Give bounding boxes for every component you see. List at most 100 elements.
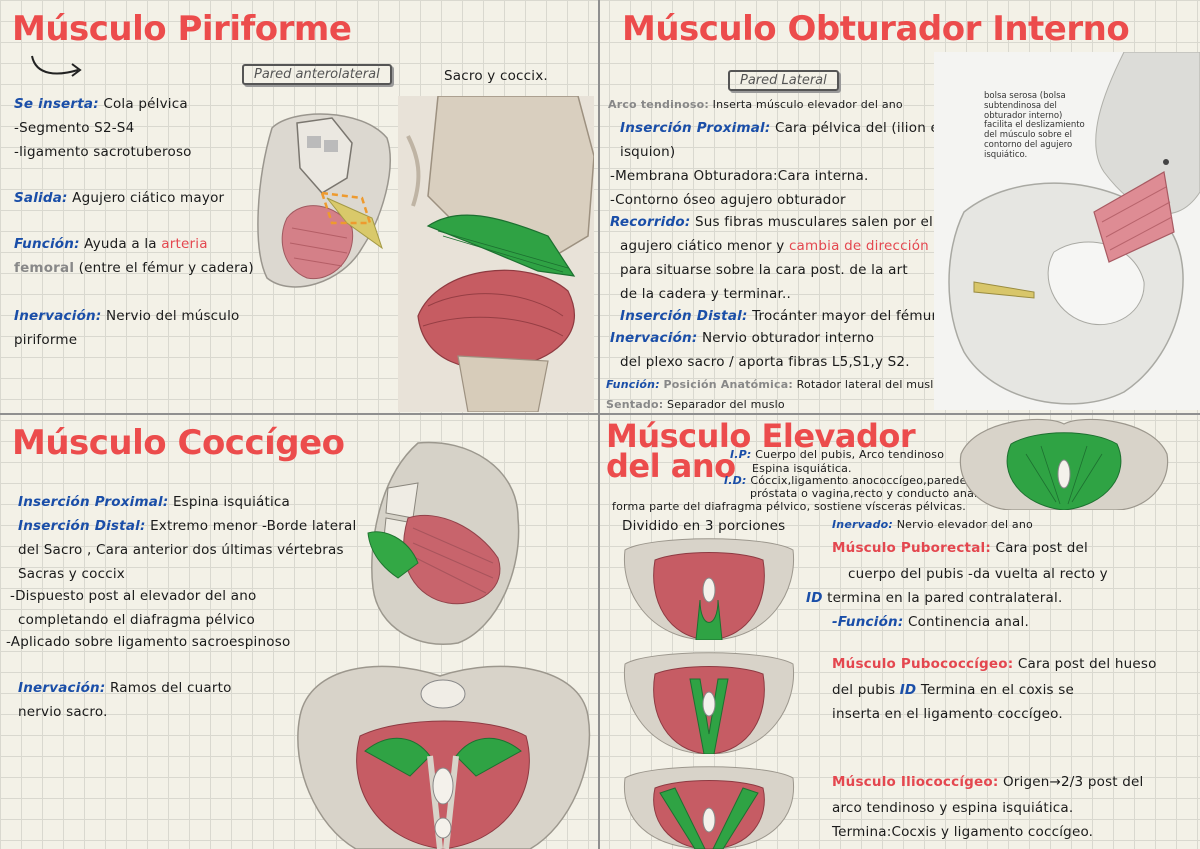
obturador-recorrido-2: agujero ciático menor y cambia de direcc… bbox=[620, 238, 929, 254]
innervation-text: Nervio del músculo bbox=[105, 308, 240, 324]
obturador-innervation-2: del plexo sacro / aporta fibras L5,S1,y … bbox=[620, 354, 910, 370]
puborectal-id-text: termina en la pared contralateral. bbox=[827, 590, 1063, 606]
hip-joint-illustration bbox=[398, 96, 594, 412]
cocc-ip-label: Inserción Proximal: bbox=[18, 494, 169, 510]
obturador-recorrido-3: para situarse sobre la cara post. de la … bbox=[620, 262, 908, 278]
hip-bone-lateral-illustration: bolsa serosa (bolsa subtendinosa del obt… bbox=[934, 52, 1200, 410]
horizontal-divider bbox=[0, 413, 1200, 415]
elevador-id-2: próstata o vagina,recto y conducto anal bbox=[750, 487, 978, 500]
piriforme-innervation: Inervación: Nervio del músculo bbox=[14, 308, 239, 324]
puborectal-text: Cara post del bbox=[995, 540, 1088, 556]
elev-id-text: Cóccix,ligamento anococcígeo,paredes de … bbox=[750, 474, 1005, 487]
pelvis-sagittal-illustration bbox=[252, 98, 402, 304]
pubococcygeus-label: Músculo Pubococcígeo: bbox=[832, 656, 1014, 672]
piriforme-wall-badge: Pared anterolateral bbox=[242, 64, 392, 85]
elev-ip-text: Cuerpo del pubis, Arco tendinoso bbox=[755, 448, 945, 461]
pubococcygeus-line3: inserta en el ligamento coccígeo. bbox=[832, 706, 1063, 722]
elevador-id: I.D: Cóccix,ligamento anococcígeo,parede… bbox=[724, 474, 1004, 487]
coccigeo-innervation-2: nervio sacro. bbox=[18, 704, 108, 720]
obt-innervation-text: Nervio obturador interno bbox=[701, 330, 875, 346]
exit-label: Salida: bbox=[14, 190, 68, 206]
elevador-note: forma parte del diafragma pélvico, sosti… bbox=[612, 500, 966, 513]
puborectal-line3: ID termina en la pared contralateral. bbox=[806, 590, 1062, 606]
function-label: Función: bbox=[14, 236, 80, 252]
cocc-id-text: Extremo menor -Borde lateral bbox=[150, 518, 357, 534]
id-label: Inserción Distal: bbox=[620, 308, 748, 324]
puborectal-illustration bbox=[620, 530, 798, 640]
sentado-label: Sentado: bbox=[606, 398, 664, 411]
coccigeo-ip: Inserción Proximal: Espina isquiática bbox=[18, 494, 290, 510]
pubococcygeus-text-3: Termina en el coxis se bbox=[920, 682, 1075, 698]
coccigeo-id-3: Sacras y coccix bbox=[18, 566, 125, 582]
recorrido-text: Sus fibras musculares salen por el bbox=[694, 214, 933, 230]
elevador-ip-2: Espina isquiática. bbox=[752, 462, 852, 475]
pubococcygeus-text: Cara post del hueso bbox=[1017, 656, 1157, 672]
puborectal-label: Músculo Puborectal: bbox=[832, 540, 991, 556]
iliococcygeus-illustration bbox=[620, 758, 798, 849]
elev-id-label: I.D: bbox=[724, 474, 747, 487]
coccygeus-sagittal-illustration bbox=[358, 438, 524, 650]
function-tail-text: (entre el fémur y cadera) bbox=[78, 260, 254, 276]
pubococcygeus-line2: del pubis ID Termina en el coxis se bbox=[832, 682, 1074, 698]
innervation-label: Inervación: bbox=[14, 308, 102, 324]
puborectal-id-label: ID bbox=[806, 590, 823, 606]
sentado-text: Separador del muslo bbox=[667, 398, 785, 411]
elevador-dividido: Dividido en 3 porciones bbox=[622, 518, 786, 534]
insertion-text: Cola pélvica bbox=[103, 96, 188, 112]
bursa-annotation: bolsa serosa (bolsa subtendinosa del obt… bbox=[984, 91, 1085, 160]
obturador-innervation: Inervación: Nervio obturador interno bbox=[610, 330, 874, 346]
obturador-title: Músculo Obturador Interno bbox=[622, 9, 1130, 49]
coccigeo-id-2: del Sacro , Cara anterior dos últimas vé… bbox=[18, 542, 344, 558]
coccigeo-title: Músculo Coccígeo bbox=[12, 423, 345, 463]
exit-text: Agujero ciático mayor bbox=[72, 190, 225, 206]
obturador-recorrido: Recorrido: Sus fibras musculares salen p… bbox=[610, 214, 933, 230]
coccigeo-posterior: -Dispuesto post al elevador del ano bbox=[10, 588, 257, 604]
inervado-label: Inervado: bbox=[832, 518, 894, 531]
pubococcygeus-text-2: del pubis bbox=[832, 682, 896, 698]
function-text: Ayuda a la bbox=[84, 236, 157, 252]
obturador-recorrido-4: de la cadera y terminar.. bbox=[620, 286, 791, 302]
pubococcygeus-line1: Músculo Pubococcígeo: Cara post del hues… bbox=[832, 656, 1157, 672]
piriforme-segment: -Segmento S2-S4 bbox=[14, 120, 135, 136]
pubococcygeus-id-label: ID bbox=[899, 682, 917, 698]
recorrido-text-2: agujero ciático menor y bbox=[620, 238, 785, 254]
id-text: Trocánter mayor del fémur bbox=[752, 308, 938, 324]
obt-innervation-label: Inervación: bbox=[610, 330, 698, 346]
obturador-function: Función: Posición Anatómica: Rotador lat… bbox=[606, 378, 941, 391]
cocc-id-label: Inserción Distal: bbox=[18, 518, 146, 534]
elevador-title-line1: Músculo Elevador bbox=[606, 417, 916, 455]
cocc-innervation-label: Inervación: bbox=[18, 680, 106, 696]
piriforme-title: Músculo Piriforme bbox=[12, 9, 352, 49]
puborectal-line1: Músculo Puborectal: Cara post del bbox=[832, 540, 1088, 556]
elevador-title-line2: del ano bbox=[606, 447, 736, 485]
obturador-ip-2: isquion) bbox=[620, 144, 676, 160]
curved-arrow-icon bbox=[31, 55, 82, 77]
iliococcygeus-line3: Termina:Cocxis y ligamento coccígeo. bbox=[832, 824, 1094, 840]
obturador-ip: Inserción Proximal: Cara pélvica del (il… bbox=[620, 120, 939, 136]
function-gray-text: femoral bbox=[14, 260, 75, 276]
recorrido-red-text: cambia de dirección bbox=[788, 238, 929, 254]
elevador-ip: I.P: Cuerpo del pubis, Arco tendinoso bbox=[730, 448, 944, 461]
vertical-divider bbox=[598, 0, 600, 849]
ip-label: Inserción Proximal: bbox=[620, 120, 771, 136]
arco-text: Inserta músculo elevador del ano bbox=[712, 98, 903, 111]
arco-label: Arco tendinoso: bbox=[608, 98, 709, 111]
levator-ani-superior-illustration bbox=[956, 414, 1172, 510]
pelvic-floor-superior-illustration bbox=[290, 656, 596, 849]
piriforme-innervation-2: piriforme bbox=[14, 332, 78, 348]
coccigeo-innervation: Inervación: Ramos del cuarto bbox=[18, 680, 232, 696]
obt-function-text: Rotador lateral del muslo bbox=[796, 378, 941, 391]
puborectal-line2: cuerpo del pubis -da vuelta al recto y bbox=[848, 566, 1108, 582]
piriforme-ligament: -ligamento sacrotuberoso bbox=[14, 144, 192, 160]
piriforme-exit: Salida: Agujero ciático mayor bbox=[14, 190, 224, 206]
iliococcygeus-text: Origen→2/3 post del bbox=[1002, 774, 1144, 790]
obturador-id: Inserción Distal: Trocánter mayor del fé… bbox=[620, 308, 937, 324]
obturador-sentado: Sentado: Separador del muslo bbox=[606, 398, 785, 411]
piriforme-insertion: Se inserta: Cola pélvica bbox=[14, 96, 188, 112]
piriforme-function-2: femoral (entre el fémur y cadera) bbox=[14, 260, 254, 276]
puborectal-function-text: Continencia anal. bbox=[907, 614, 1029, 630]
insertion-label: Se inserta: bbox=[14, 96, 99, 112]
coccigeo-id: Inserción Distal: Extremo menor -Borde l… bbox=[18, 518, 356, 534]
piriforme-badge-note: Sacro y coccix. bbox=[444, 68, 548, 84]
obturador-wall-badge: Pared Lateral bbox=[728, 70, 839, 91]
